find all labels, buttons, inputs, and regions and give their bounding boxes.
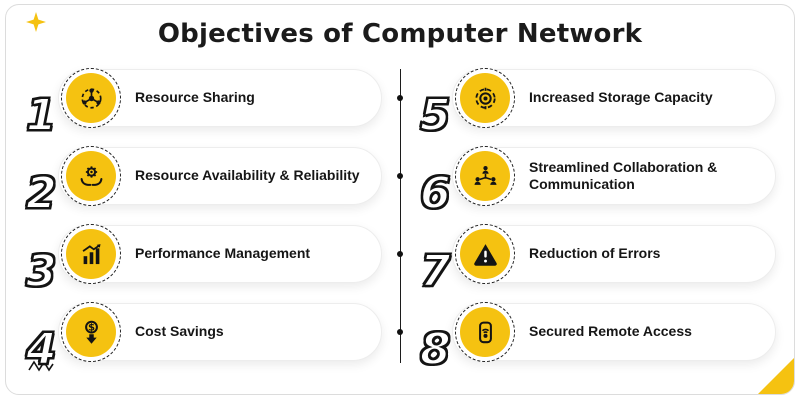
icon-badge: $ [66, 307, 116, 357]
item-pill: $ Cost Savings [58, 302, 382, 362]
page-title: Objectives of Computer Network [157, 19, 643, 49]
gear-bar-chart-icon [82, 243, 100, 264]
item-pill: Resource Sharing [58, 68, 382, 128]
dollar-down-arrow-icon: $ [84, 320, 98, 344]
objective-item-6: 6 [400, 137, 794, 219]
icon-badge [66, 73, 116, 123]
item-label: Secured Remote Access [529, 323, 692, 340]
divider-dot [397, 251, 403, 257]
icon-badge [460, 73, 510, 123]
divider-dot [397, 329, 403, 335]
right-column: 5 Increased Storag [400, 59, 794, 375]
objective-item-3: 3 Performance Mana [6, 215, 400, 297]
resource-sharing-network-icon [80, 87, 102, 109]
item-number: 5 [419, 90, 452, 141]
divider-dot [397, 95, 403, 101]
objective-item-4: 4 $ Cost Savings [6, 293, 400, 375]
item-pill: Secured Remote Access [452, 302, 776, 362]
icon-ring [61, 146, 121, 206]
icon-ring [455, 68, 515, 128]
item-pill: Resource Availability & Reliability [58, 146, 382, 206]
item-pill: Streamlined Collaboration & Communicatio… [452, 146, 776, 206]
item-pill: Increased Storage Capacity [452, 68, 776, 128]
storage-target-icon [474, 87, 496, 109]
icon-badge [460, 151, 510, 201]
warning-triangle-icon [473, 243, 497, 266]
item-number: 8 [419, 324, 452, 375]
icon-ring [61, 224, 121, 284]
objectives-grid: 1 [6, 59, 794, 375]
icon-ring [61, 68, 121, 128]
icon-ring [455, 302, 515, 362]
objective-item-2: 2 [6, 137, 400, 219]
people-network-icon [473, 165, 497, 185]
objective-item-1: 1 [6, 59, 400, 141]
icon-badge [460, 307, 510, 357]
objective-item-5: 5 Increased Storag [400, 59, 794, 141]
item-number: 3 [25, 246, 58, 297]
objective-item-8: 8 Secured Remote Access [400, 293, 794, 375]
item-label: Streamlined Collaboration & Communicatio… [529, 158, 718, 193]
item-pill: Reduction of Errors [452, 224, 776, 284]
icon-badge [66, 229, 116, 279]
zigzag-decoration [28, 360, 54, 372]
item-label: Resource Availability & Reliability [135, 167, 360, 184]
hands-holding-gear-icon [80, 165, 102, 186]
remote-access-icon [478, 321, 492, 343]
item-pill: Performance Management [58, 224, 382, 284]
item-number: 2 [25, 168, 58, 219]
item-number: 1 [25, 90, 58, 141]
sparkle-decoration [26, 12, 46, 32]
item-label: Reduction of Errors [529, 245, 661, 262]
item-number: 7 [419, 246, 452, 297]
item-label: Resource Sharing [135, 89, 255, 106]
svg-text:$: $ [87, 322, 94, 333]
icon-ring: $ [61, 302, 121, 362]
item-label: Cost Savings [135, 323, 224, 340]
icon-badge [66, 151, 116, 201]
item-label: Performance Management [135, 245, 311, 262]
infographic-card: Objectives of Computer Network 1 [5, 4, 795, 395]
item-number: 6 [419, 168, 452, 219]
item-number: 4 [25, 324, 58, 375]
icon-badge [460, 229, 510, 279]
objective-item-7: 7 Reduction of Errors [400, 215, 794, 297]
divider-dot [397, 173, 403, 179]
icon-ring [455, 146, 515, 206]
column-divider [397, 69, 403, 363]
item-label: Increased Storage Capacity [529, 89, 713, 106]
icon-ring [455, 224, 515, 284]
corner-triangle-decoration [758, 358, 794, 394]
left-column: 1 [6, 59, 400, 375]
